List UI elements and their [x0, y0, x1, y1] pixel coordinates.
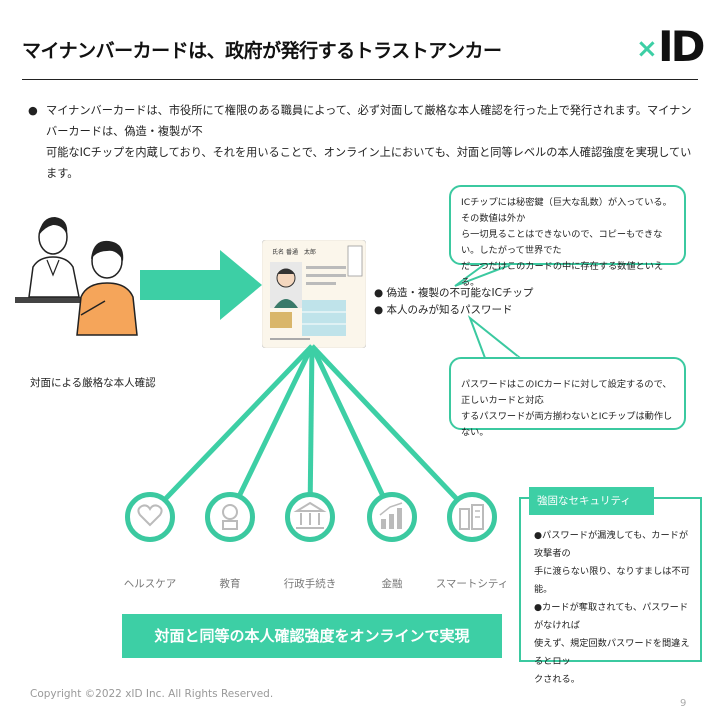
bubble-password-line-1: パスワードはこのICカードに対して設定するので、正しいカードと対応 [461, 379, 672, 406]
intro-paragraph: ● マイナンバーカードは、市役所にて権限のある職員によって、必ず対面して厳格な本… [28, 100, 698, 184]
logo-x-mark: × [636, 34, 658, 64]
face-to-face-caption: 対面による厳格な本人確認 [30, 377, 156, 389]
education-icon [205, 492, 255, 542]
security-line-4: 使えず、規定回数パスワードを間違えるとロッ [534, 638, 690, 667]
security-text: ●パスワードが漏洩しても、カードが攻撃者の 手に渡らない限り、なりすましは不可能… [534, 527, 694, 689]
security-box [519, 497, 702, 662]
header-divider [22, 79, 698, 80]
security-line-2: 手に渡らない限り、なりすましは不可能。 [534, 566, 690, 595]
bubble-chip-line-3: だ一つだけこのカードの中に存在する数値といえる。 [461, 261, 664, 288]
security-line-5: クされる。 [534, 674, 580, 685]
card-address-area [302, 300, 346, 336]
intro-line-1: マイナンバーカードは、市役所にて権限のある職員によって、必ず対面して厳格な本人確… [46, 104, 692, 138]
intro-line-2: 可能なICチップを内蔵しており、それを用いることで、オンライン上においても、対面… [46, 146, 692, 180]
government-icon [285, 492, 335, 542]
finance-icon [367, 492, 417, 542]
copyright: Copyright ©2022 xID Inc. All Rights Rese… [30, 688, 274, 700]
security-line-3: ●カードが奪取されても、パスワードがなければ [534, 602, 689, 631]
card-features: ● 偽造・複製の不可能なICチップ ● 本人のみが知るパスワード [374, 285, 533, 319]
logo-text: ID [658, 22, 705, 71]
smartcity-icon [447, 492, 497, 542]
label-government: 行政手続き [283, 578, 337, 590]
ic-chip-explanation-bubble: ICチップには秘密鍵（巨大な乱数）が入っている。その数値は外か ら一切見ることは… [449, 185, 686, 288]
password-explanation-bubble: パスワードはこのICカードに対して設定するので、正しいカードと対応 するパスワー… [449, 357, 686, 438]
intro-bullet: ● [28, 104, 38, 117]
label-education: 教育 [219, 578, 241, 590]
my-number-card: 氏名 番通 太郎 [262, 240, 366, 348]
security-line-1: ●パスワードが漏洩しても、カードが攻撃者の [534, 530, 689, 559]
page-number: 9 [680, 698, 687, 709]
citizen-icon [76, 240, 138, 336]
label-healthcare: ヘルスケア [123, 578, 177, 590]
arrow-right-icon [140, 250, 262, 320]
ic-chip-icon [270, 312, 292, 328]
xid-logo: × ID [636, 22, 706, 74]
label-smartcity: スマートシティ [435, 578, 509, 590]
security-heading: 強固なセキュリティ [529, 487, 654, 515]
bubble-chip-line-1: ICチップには秘密鍵（巨大な乱数）が入っている。その数値は外か [461, 197, 672, 224]
label-finance: 金融 [381, 578, 403, 590]
card-name-value: 番通 太郎 [286, 248, 316, 256]
online-verification-banner: 対面と同等の本人確認強度をオンラインで実現 [122, 614, 502, 658]
table-icon [15, 297, 130, 303]
bubble-password-line-2: するパスワードが両方揃わないとICチップは動作しない。 [461, 411, 673, 438]
page-title: マイナンバーカードは、政府が発行するトラストアンカー [22, 40, 502, 62]
bubble-chip-line-2: ら一切見ることはできないので、コピーもできない。したがって世界でた [461, 229, 663, 256]
healthcare-icon [125, 492, 175, 542]
face-to-face-illustration [15, 217, 138, 336]
feature-password: ● 本人のみが知るパスワード [374, 304, 513, 316]
feature-ic-chip: ● 偽造・複製の不可能なICチップ [374, 287, 534, 299]
card-name-label: 氏名 [272, 248, 284, 256]
officer-icon [28, 217, 80, 298]
